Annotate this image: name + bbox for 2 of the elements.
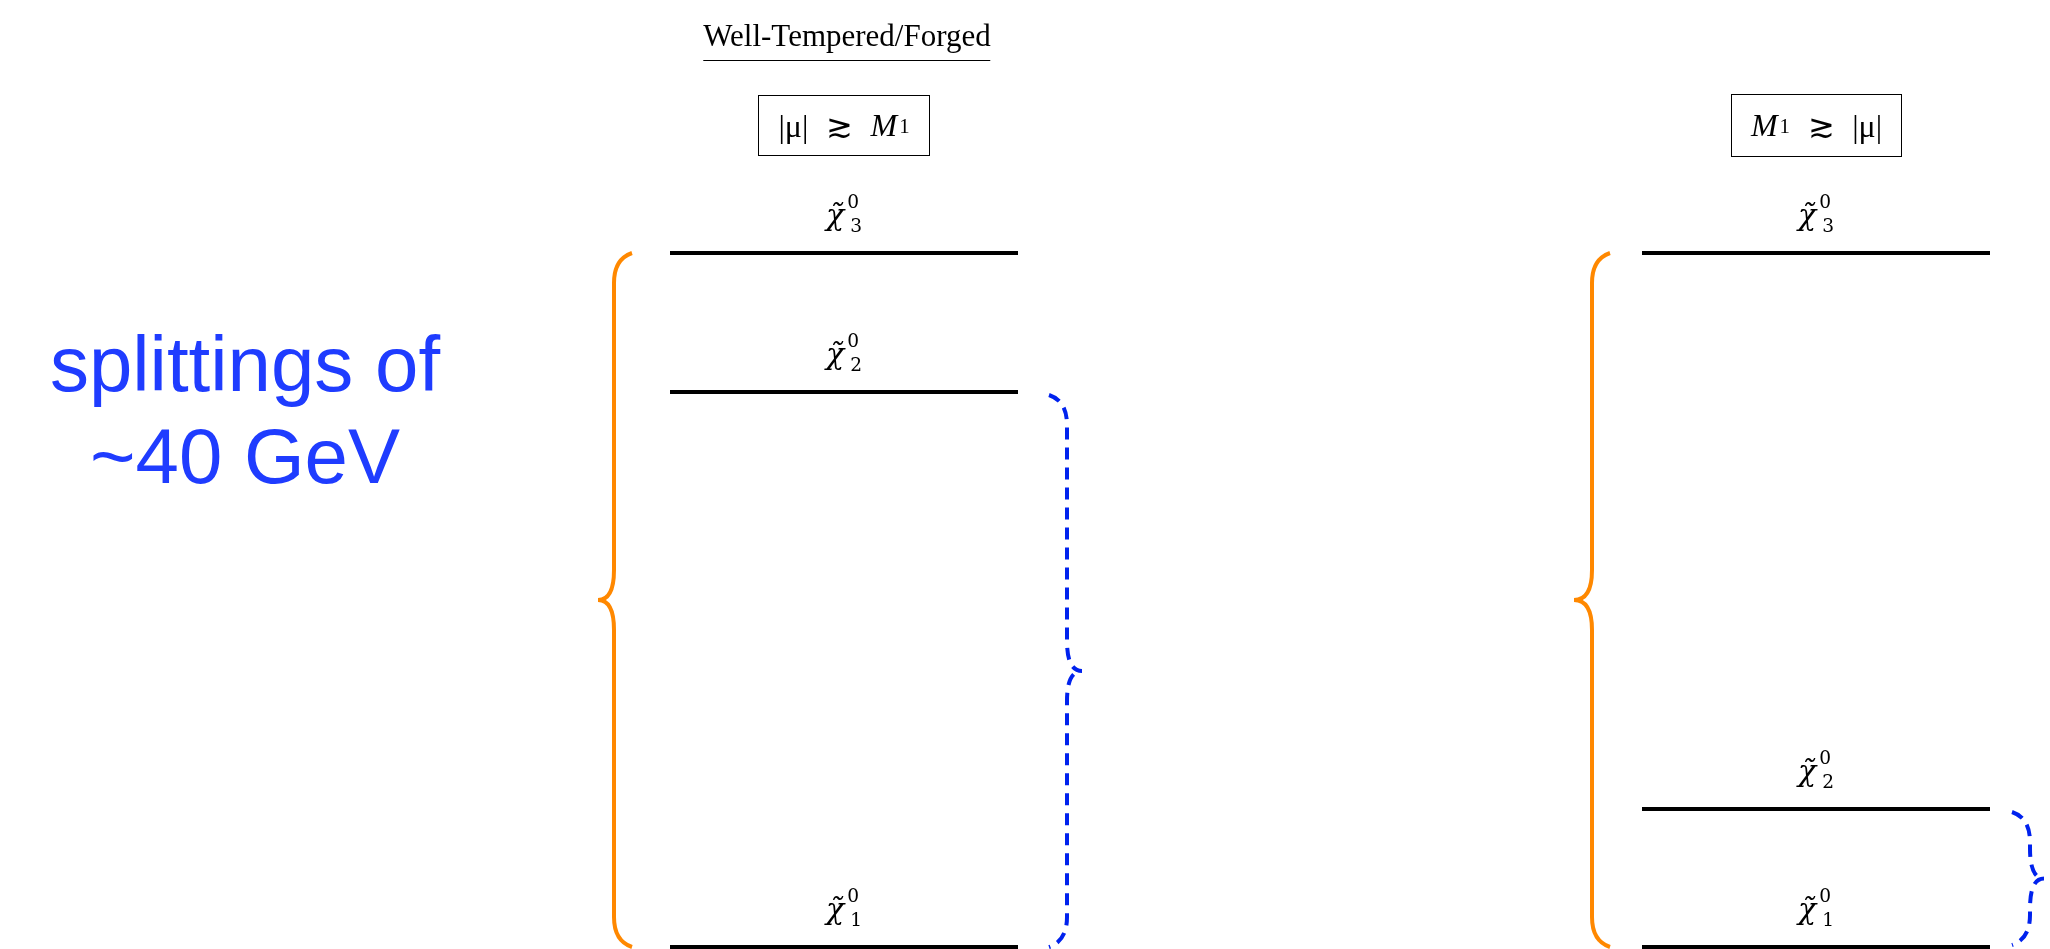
annotation-text: splittings of ~40 GeV <box>48 319 442 502</box>
title: Well-Tempered/Forged <box>703 18 991 61</box>
